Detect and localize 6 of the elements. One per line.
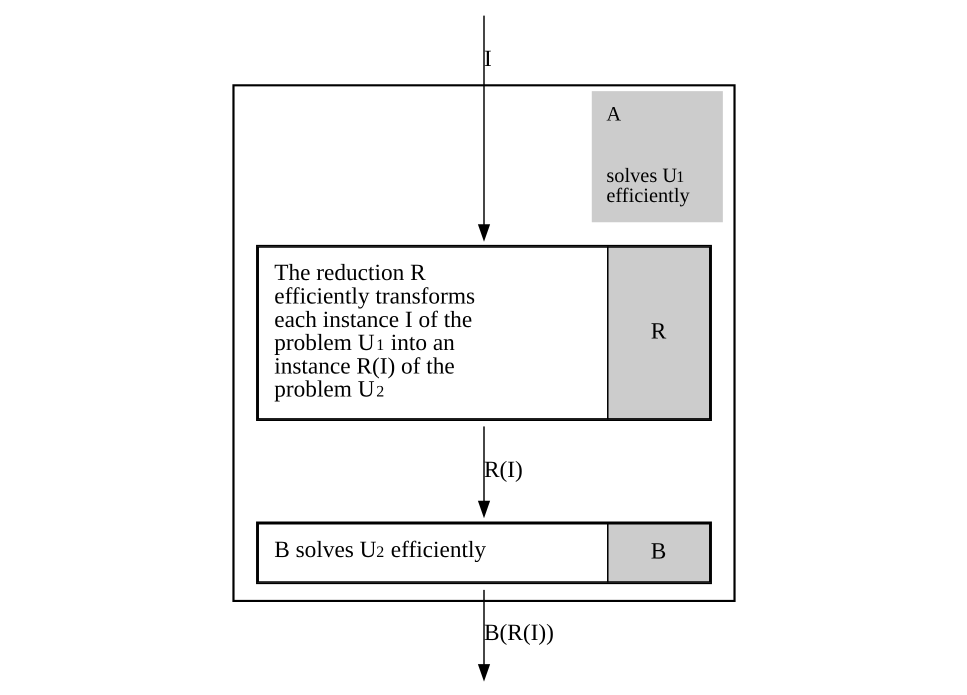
arrow — [477, 426, 490, 518]
arrow — [477, 16, 490, 242]
edge-label: I — [484, 46, 492, 72]
edge-label: R(I) — [484, 456, 522, 483]
arrow — [477, 590, 490, 682]
edge-label: B(R(I)) — [484, 620, 554, 646]
